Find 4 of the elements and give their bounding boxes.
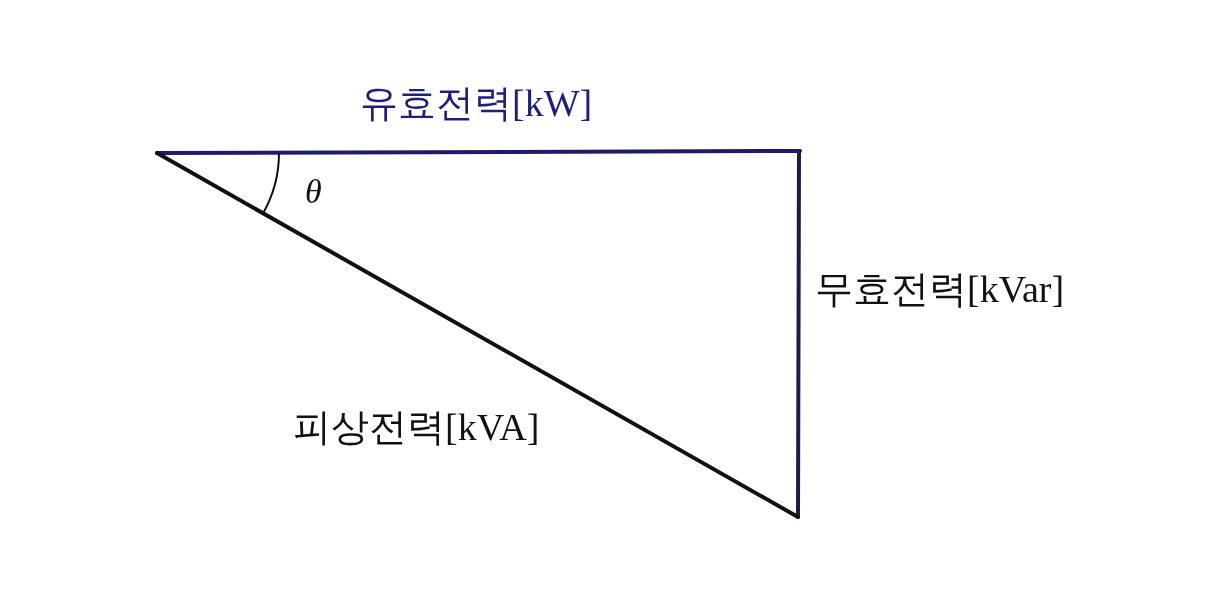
axis-label: 무효전력[kVar] xyxy=(815,270,1065,308)
axis-label: 유효전력[kW] xyxy=(360,84,593,122)
axis-label: 피상전력[kVA] xyxy=(293,408,540,446)
angle-symbol: θ xyxy=(305,175,322,209)
